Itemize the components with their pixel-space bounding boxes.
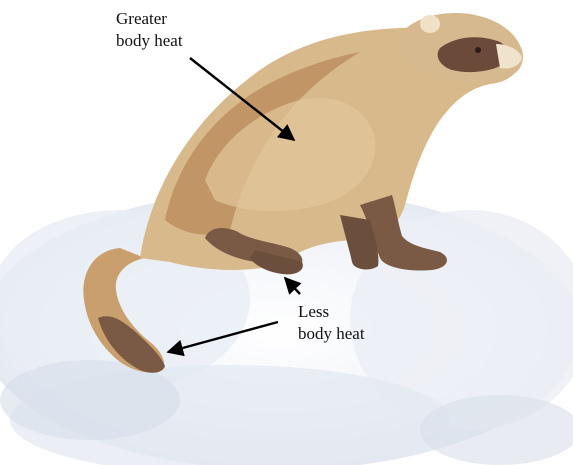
ferret-eye	[475, 47, 481, 53]
ferret-ear	[420, 15, 440, 33]
greater-label-line2: body heat	[116, 30, 183, 52]
greater-body-heat-label: Greater body heat	[116, 8, 183, 52]
greater-label-line1: Greater	[116, 8, 183, 30]
less-label-line1: Less	[298, 301, 365, 323]
less-body-heat-label: Less body heat	[298, 301, 365, 345]
less-label-line2: body heat	[298, 323, 365, 345]
